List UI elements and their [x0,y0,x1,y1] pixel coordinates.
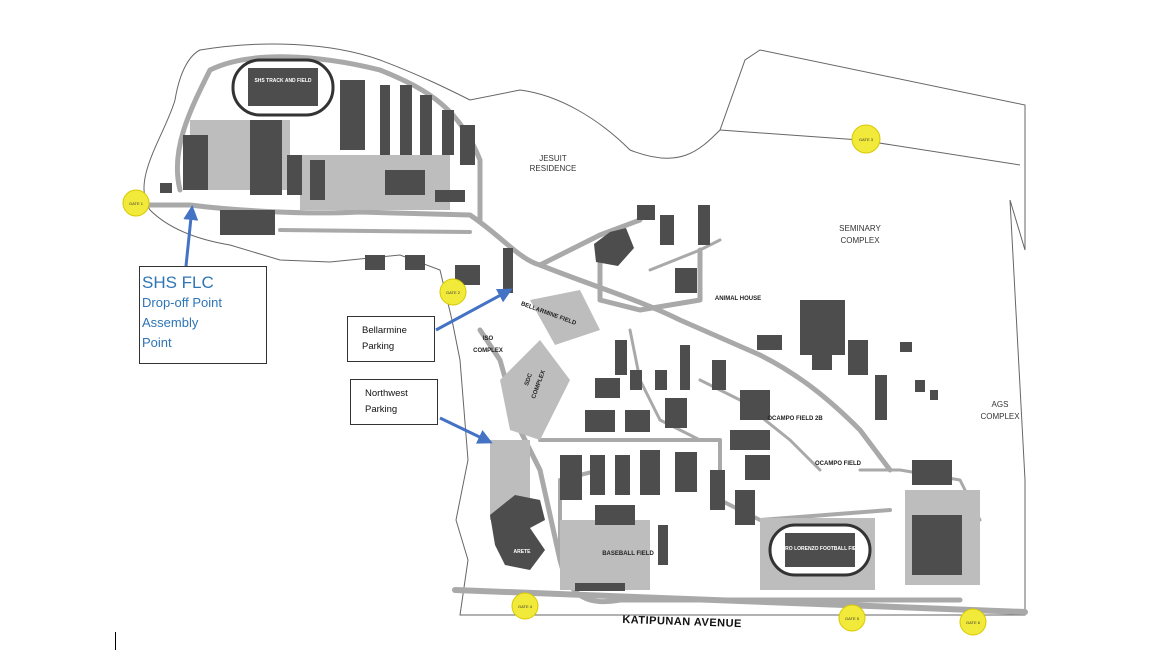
svg-text:GATE 4: GATE 4 [518,604,533,609]
shs-track-and-field: SHS TRACK AND FIELD [231,58,335,117]
arete-label: ARETE [514,549,532,555]
gate-marker-2: GATE 2 [439,278,467,306]
svg-text:GATE 6: GATE 6 [966,620,981,625]
bellarmine-callout-line2: Parking [362,341,395,352]
shs-callout-line1: Drop-off Point [142,295,222,310]
bellarmine-callout-line1: Bellarmine [362,325,407,336]
northwest-callout-line1: Northwest [365,388,408,399]
campus-boundary [143,43,1026,616]
shs-callout-title: SHS FLC [142,273,214,292]
church-of-the-gesu [594,228,634,266]
ss-covered-courts [800,300,845,355]
northwest-callout-line2: Parking [365,404,398,415]
gate-marker-5: GATE 5 [838,604,866,632]
moro-lorenzo-football-field: MORO LORENZO FOOTBALL FIELD [768,523,872,577]
ocampo-field-label: OCAMPO FIELD [815,461,862,467]
gate-marker-1: GATE 1 [122,189,150,217]
arete-building: ARETE [490,495,545,570]
ags-label-1: AGS [992,400,1009,409]
sdc-label: SDC [524,372,534,387]
gate-marker-4: GATE 4 [511,592,539,620]
shs-callout-line3: Point [142,335,172,350]
football-field-label: MORO LORENZO FOOTBALL FIELD [777,546,863,552]
shs-flc-callout: SHS FLC Drop-off Point Assembly Point [139,266,267,364]
central-buildings [455,205,962,591]
svg-text:GATE 3: GATE 3 [859,137,874,142]
animal-house-label: ANIMAL HOUSE [715,296,761,302]
blue-eagle-gym [912,515,962,575]
jesuit-residence-label-2: RESIDENCE [530,164,577,173]
faber-hall [595,378,620,398]
iso-label-2: COMPLEX [473,348,503,354]
jesuit-residence-label-1: JESUIT [539,154,567,163]
svg-text:GATE 5: GATE 5 [845,616,860,621]
seminary-label-1: SEMINARY [839,224,881,233]
svg-text:GATE 2: GATE 2 [446,290,461,295]
gate-markers: GATE 1 GATE 2 GATE 3 GATE 4 GATE 5 GATE … [122,124,987,636]
seminary-label-2: COMPLEX [840,236,880,245]
baseball-field-label: BASEBALL FIELD [602,551,654,557]
gate-marker-3: GATE 3 [851,124,881,154]
iso-label-1: ISO [483,336,494,342]
bellarmine-parking-callout: Bellarmine Parking [347,316,435,362]
gate-marker-6: GATE 6 [959,608,987,636]
northwest-parking-callout: Northwest Parking [350,379,438,425]
shs-callout-arrow [183,205,199,267]
bellarmine-callout-arrow [435,288,513,332]
svg-text:GATE 1: GATE 1 [129,201,144,206]
ags-label-2: COMPLEX [980,412,1020,421]
katipunan-avenue-label: KATIPUNAN AVENUE [622,614,742,630]
ocampo-field-2b-label: OCAMPO FIELD 2B [767,416,823,422]
text-cursor [115,632,116,650]
shs-buildings [160,80,475,270]
shs-callout-line2: Assembly [142,315,199,330]
track-field-label: SHS TRACK AND FIELD [254,78,311,84]
northwest-callout-arrow [439,416,493,444]
